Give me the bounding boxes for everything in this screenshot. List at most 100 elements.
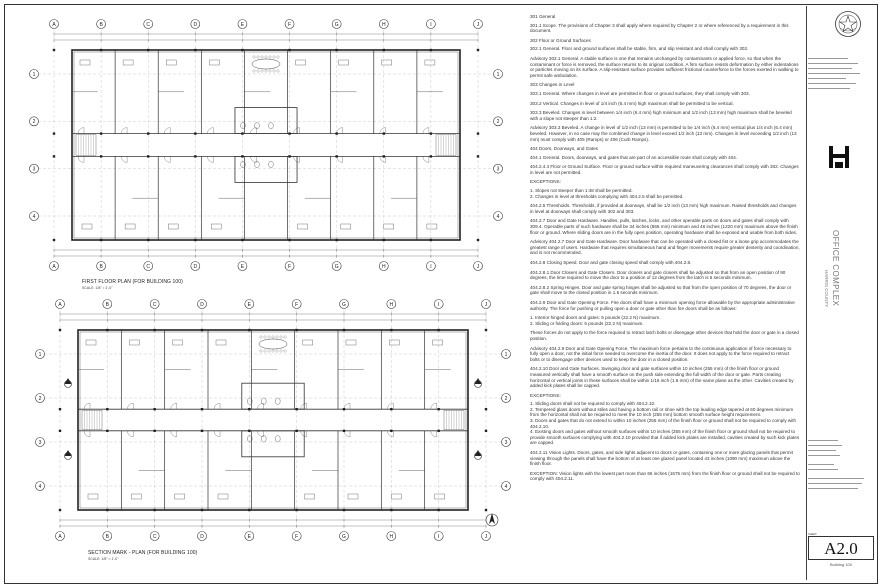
structural-column	[248, 508, 251, 512]
toilet-fixture	[275, 435, 281, 443]
note-paragraph: 404.2.8.2 Spring Hinges. Door and gate s…	[530, 284, 792, 296]
door-swing	[164, 127, 171, 134]
note-paragraph: EXCEPTION: Vision lights with the lowest…	[530, 470, 800, 482]
structural-column	[147, 238, 150, 242]
structural-column	[248, 408, 251, 411]
section-arrow	[474, 378, 482, 384]
structural-column	[342, 429, 346, 432]
chair	[283, 349, 287, 353]
chair	[259, 349, 263, 353]
door-swing	[170, 403, 177, 410]
chair	[276, 55, 280, 59]
grid-bubble	[237, 19, 248, 29]
grid-bubble	[102, 299, 113, 309]
grid-bubble	[386, 299, 397, 309]
grid-bubble-label: A	[52, 264, 56, 270]
note-paragraph: 1. Sliding doors shall not be required t…	[530, 401, 656, 407]
structural-column	[295, 429, 298, 432]
grid-bubble	[55, 299, 65, 309]
grid-bubble	[49, 261, 59, 271]
grid-bubble	[237, 261, 248, 271]
project-name: OFFICE COMPLEX	[831, 230, 840, 307]
grid-bubble-label: 1	[33, 72, 36, 78]
note-paragraph: 3. Doors and gates that do not extend to…	[530, 418, 797, 429]
grid-bubble	[378, 19, 389, 29]
note-paragraph: Advisory 303.3 Beveled. A change in leve…	[530, 125, 797, 142]
restroom-core	[234, 155, 298, 183]
grid-bubble	[35, 349, 45, 359]
structural-column	[437, 408, 440, 411]
north-arrow-icon	[485, 513, 499, 527]
grid-bubble-label: E	[241, 22, 245, 28]
structural-column	[437, 429, 440, 432]
desk	[432, 339, 443, 346]
structural-column	[390, 328, 393, 332]
grid-bubble-label: I	[430, 22, 431, 28]
desk	[302, 339, 313, 346]
grid-bubble-label: 2	[497, 119, 500, 125]
exterior-wall-inner	[79, 331, 467, 509]
note-paragraph: 301.1 Scope. The provisions of Chapter 3…	[530, 22, 789, 34]
structural-column	[288, 155, 291, 158]
grid-bubble	[501, 349, 511, 359]
desk	[124, 223, 136, 230]
structural-column	[484, 429, 488, 432]
grid-bubble-label: I	[438, 302, 439, 308]
grid-bubble-label: H	[382, 264, 386, 270]
chair	[267, 335, 271, 339]
note-heading: 303 Changes in Level	[530, 82, 575, 88]
desk	[122, 59, 134, 66]
door-swing	[83, 430, 91, 437]
desk	[347, 493, 359, 500]
grid-bubble	[190, 261, 201, 271]
note-heading: 404 Doors, Doorways, and Gates	[530, 146, 598, 152]
grid-bubble	[339, 531, 349, 541]
conference-table	[258, 338, 288, 350]
restroom-core	[234, 107, 298, 134]
door-swing	[387, 403, 394, 410]
note-paragraph: 1. Slopes not steeper than 1:48 shall be…	[530, 188, 633, 194]
grid-bubble-label: D	[194, 22, 198, 28]
grid-bubble	[378, 261, 389, 271]
door-swing	[293, 127, 300, 134]
structural-column	[295, 408, 298, 411]
door-swing	[213, 403, 221, 410]
toilet-fixture	[247, 435, 253, 443]
structural-column	[476, 155, 480, 158]
structural-column	[288, 132, 291, 135]
plan-title-section-mark: SECTION MARK - PLAN (FOR BUILDING 100)	[88, 550, 198, 556]
desk	[81, 223, 93, 230]
note-paragraph: Advisory 404.2.9 Door and Gate Opening F…	[530, 345, 792, 362]
note-paragraph: 4. Existing doors and gates without smoo…	[530, 429, 800, 446]
structural-column	[288, 238, 291, 242]
sheet-border	[4, 4, 878, 584]
restroom-core	[241, 382, 305, 410]
desk	[174, 493, 185, 500]
grid-bubble-label: G	[342, 534, 346, 540]
grid-bubble	[331, 19, 342, 29]
toilet-fixture	[268, 160, 274, 168]
structural-column	[106, 508, 109, 512]
structural-column	[58, 508, 62, 512]
desk	[340, 223, 351, 230]
structural-column	[200, 429, 204, 432]
sheet-label: SHEET:	[808, 533, 818, 536]
desk	[166, 59, 177, 66]
desk	[211, 223, 222, 230]
grid-bubble	[143, 19, 154, 29]
chair	[267, 349, 271, 353]
grid-bubble	[493, 116, 503, 127]
grid-bubble	[197, 531, 207, 541]
structural-column	[382, 155, 385, 158]
title-block-info	[808, 438, 874, 491]
note-paragraph: 303.2 Vertical. Changes in level of 1/4 …	[530, 100, 734, 106]
exterior-wall-inner	[73, 51, 459, 239]
grid-bubble	[49, 19, 59, 29]
chair	[268, 55, 272, 59]
toilet-fixture	[261, 435, 267, 443]
note-paragraph: These forces do not apply to the force r…	[530, 330, 799, 341]
structural-column	[429, 48, 433, 52]
grid-bubble	[501, 481, 511, 491]
structural-column	[106, 328, 109, 332]
grid-bubble	[244, 531, 255, 541]
